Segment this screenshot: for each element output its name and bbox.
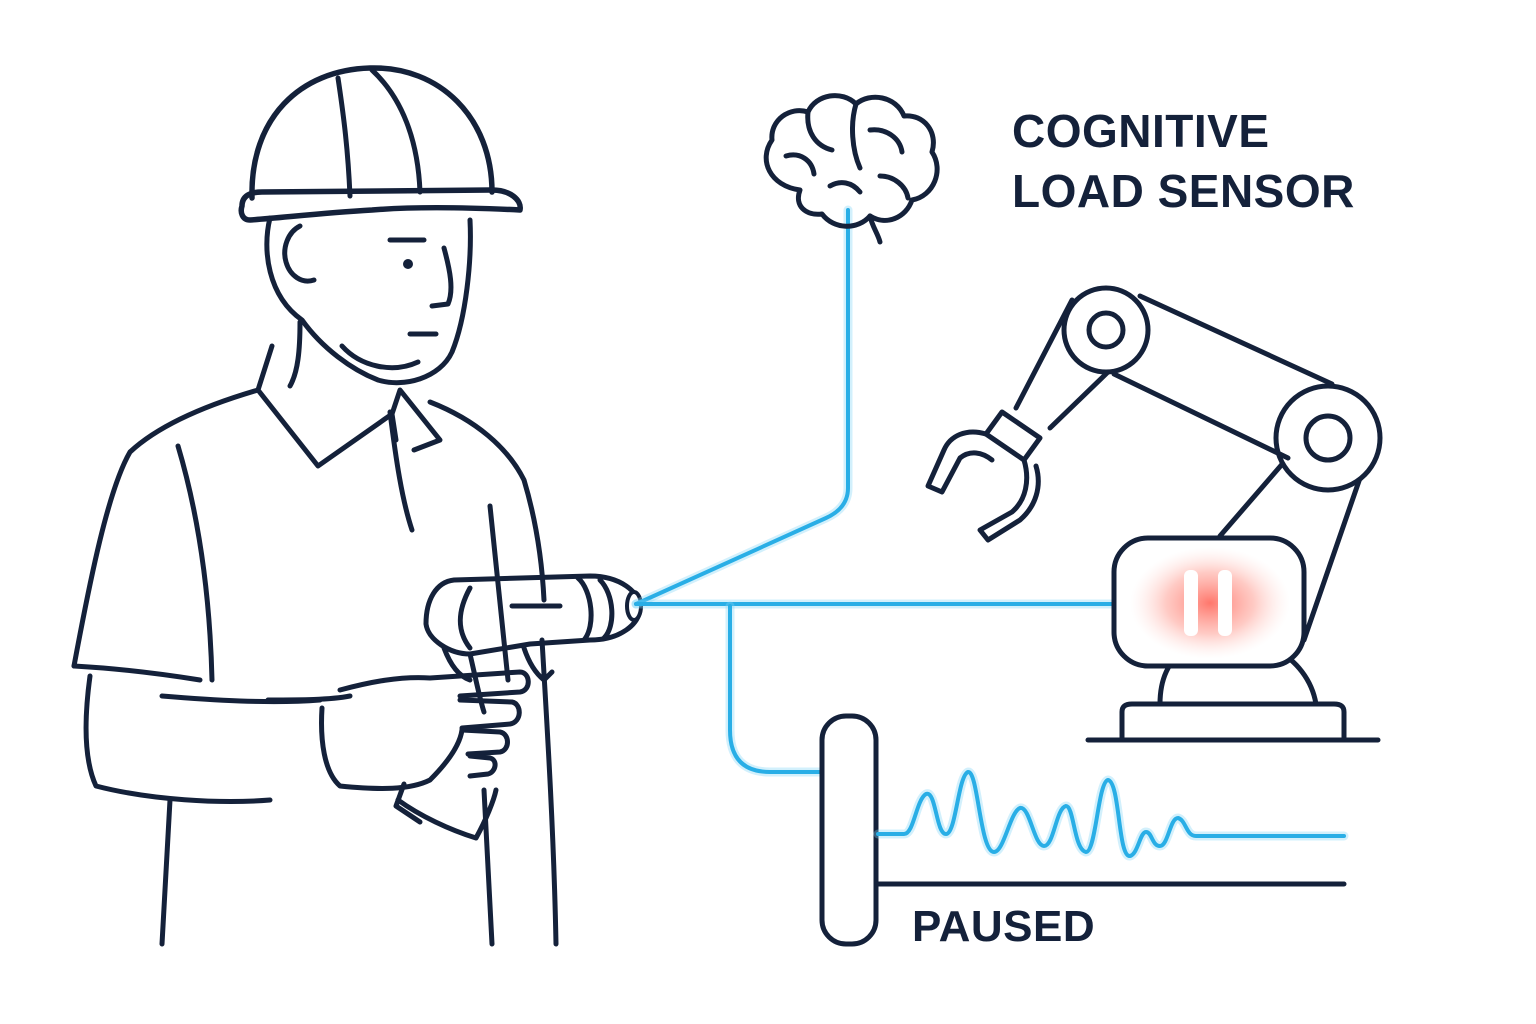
worker-head <box>264 215 473 386</box>
waveform-signal <box>876 769 1346 858</box>
power-drill-icon <box>393 573 643 841</box>
brain-icon <box>763 93 940 245</box>
worker-hand <box>159 669 531 791</box>
robot-arm-icon <box>925 285 1383 743</box>
signal-wires <box>631 205 1119 777</box>
worker-collar <box>255 319 443 469</box>
pause-indicator <box>1111 535 1307 669</box>
status-label: PAUSED <box>912 902 1096 951</box>
worker-torso <box>71 387 559 947</box>
worker-illustration <box>71 65 559 947</box>
waveform-monitor <box>819 713 1349 947</box>
pause-icon <box>1184 570 1232 636</box>
sensor-title-line-1: COGNITIVE <box>1012 105 1270 157</box>
hard-hat-icon <box>238 65 523 223</box>
sensor-title-line-2: LOAD SENSOR <box>1012 165 1355 217</box>
